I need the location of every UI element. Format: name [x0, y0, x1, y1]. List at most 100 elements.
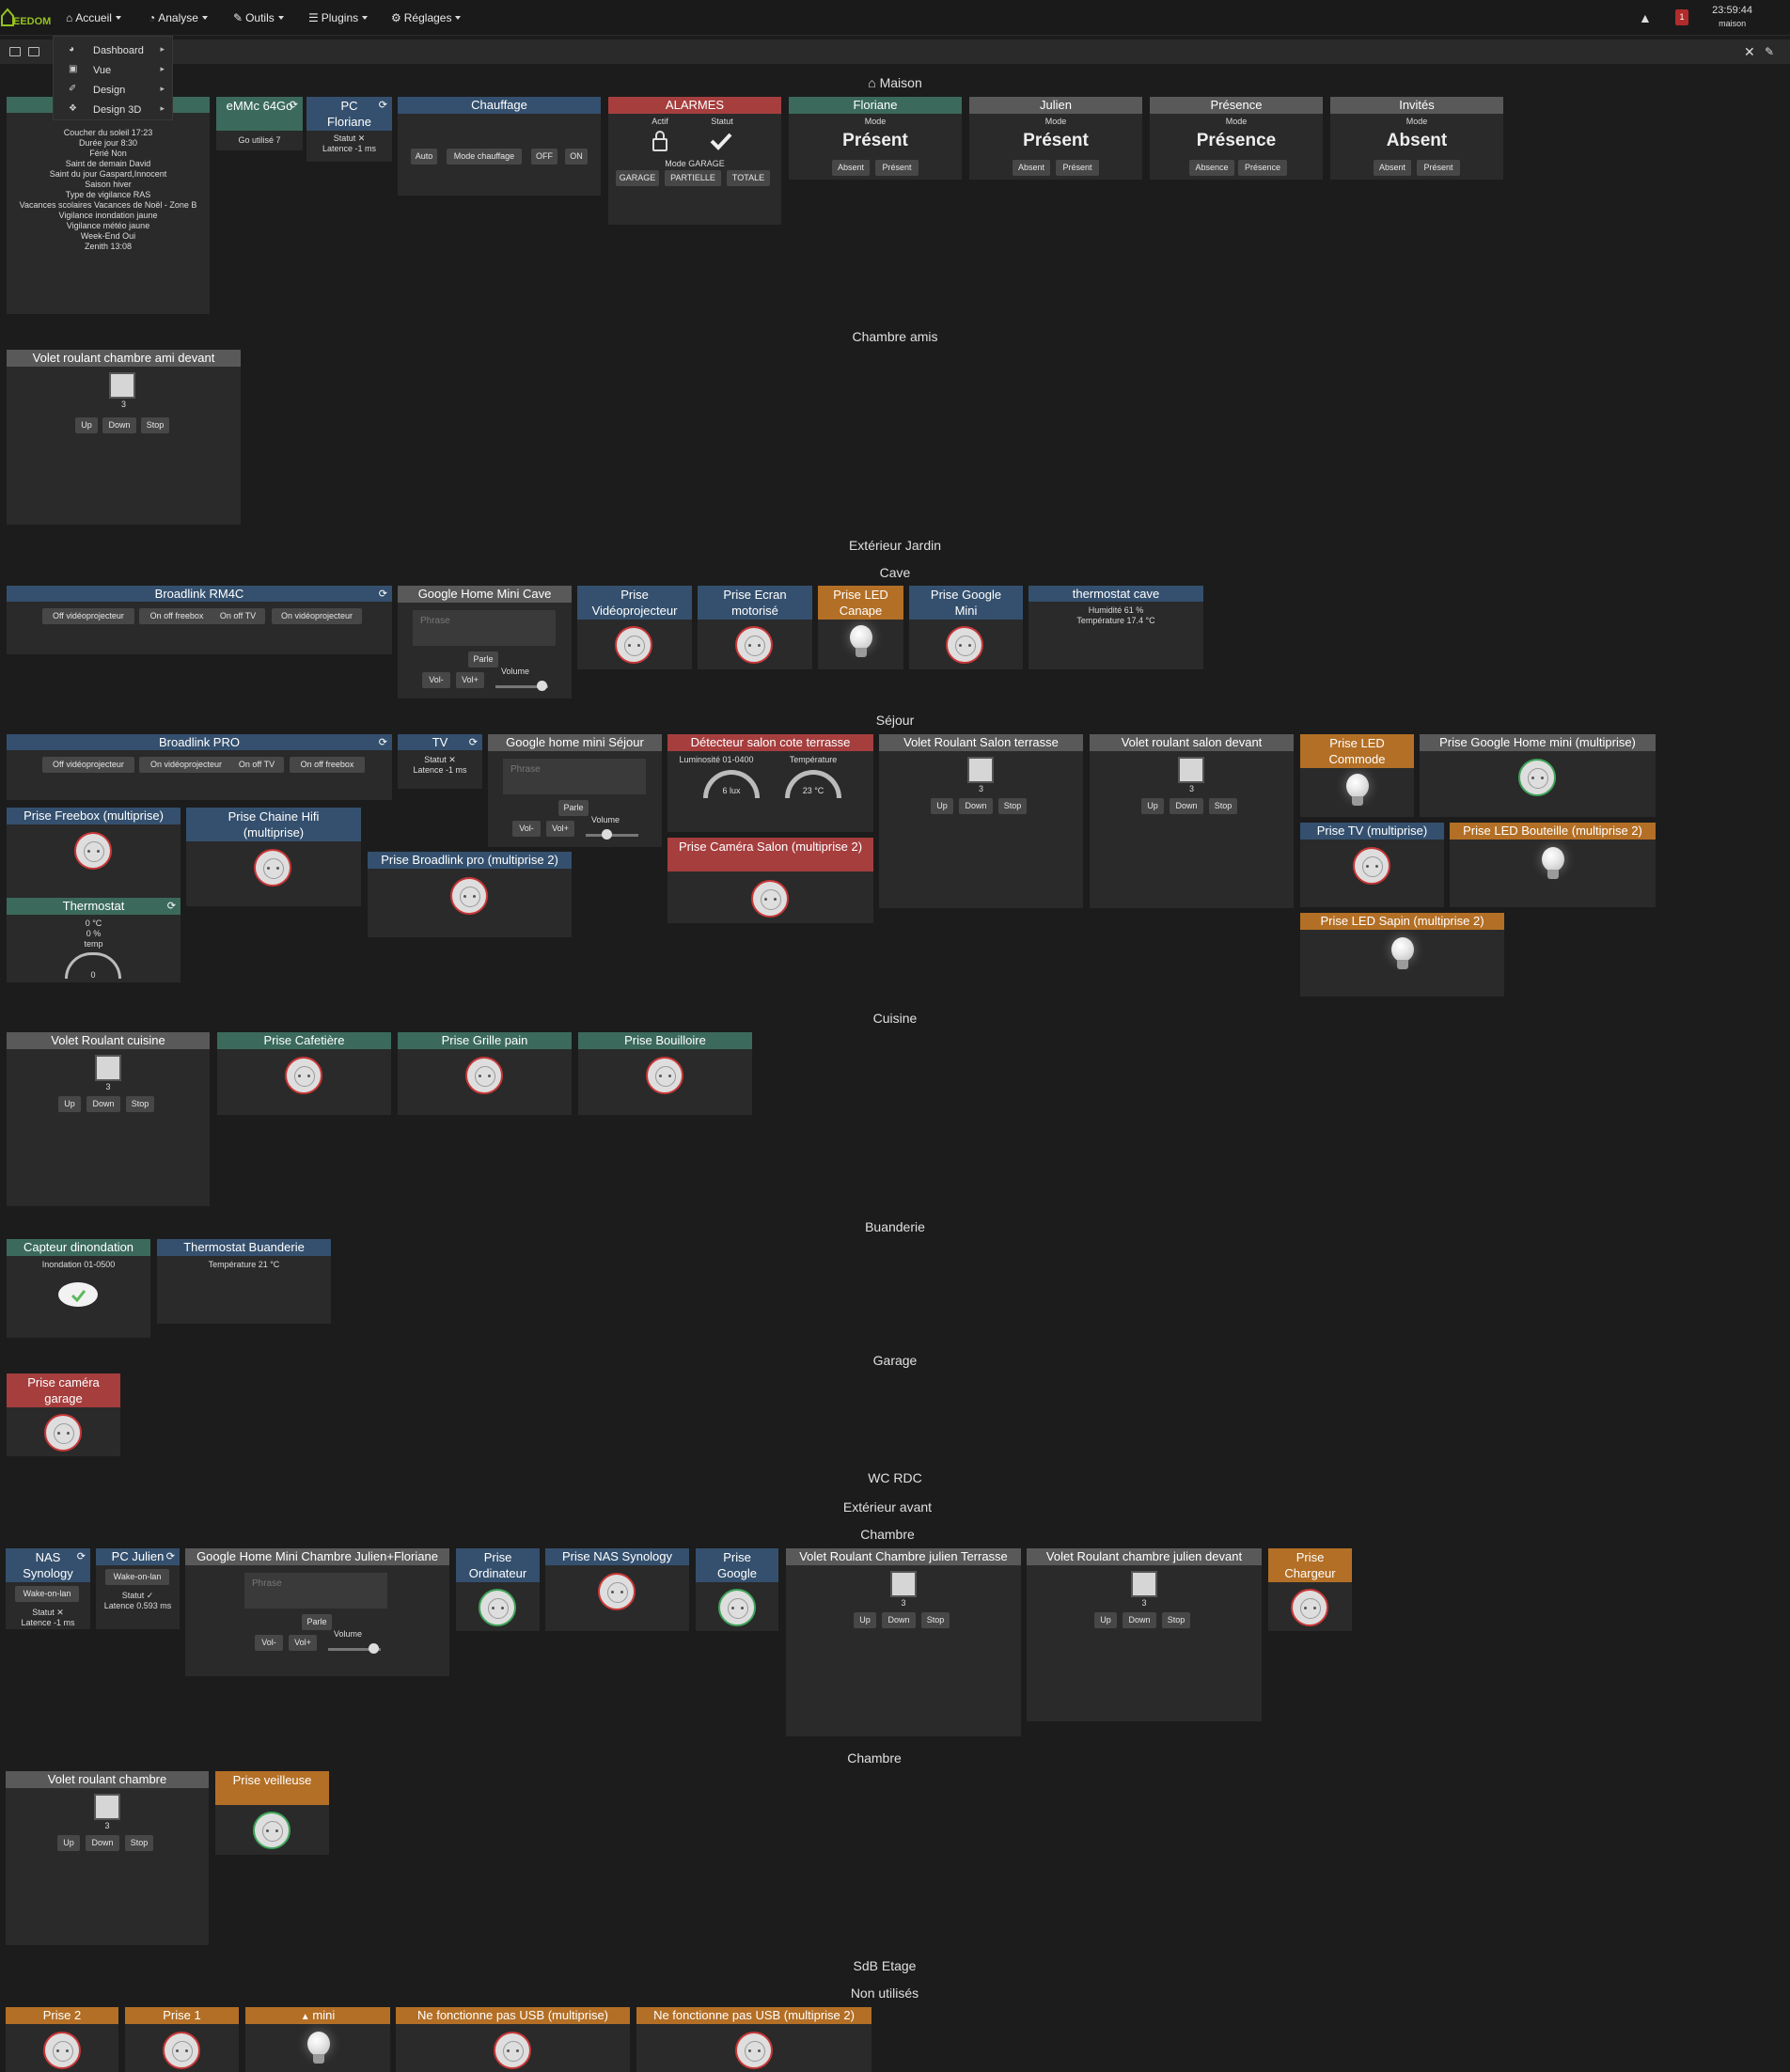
power-plug-icon[interactable]: [285, 1057, 322, 1094]
down-button[interactable]: Down: [102, 417, 136, 433]
light-bulb-icon[interactable]: [304, 2032, 332, 2069]
absence-button[interactable]: Absence: [1189, 160, 1234, 176]
stop-button[interactable]: Stop: [998, 798, 1027, 814]
dd-vue[interactable]: ▣Vue▸: [54, 61, 174, 80]
nav-tools[interactable]: ✎Outils: [233, 11, 284, 24]
stop-button[interactable]: Stop: [1162, 1612, 1190, 1628]
wake-on-lan-button[interactable]: Wake-on-lan: [105, 1569, 169, 1585]
present-button[interactable]: Présent: [1056, 160, 1099, 176]
light-bulb-icon[interactable]: [1342, 774, 1371, 811]
down-button[interactable]: Down: [1170, 798, 1203, 814]
up-button[interactable]: Up: [1094, 1612, 1117, 1628]
mode-chauffage-button[interactable]: Mode chauffage: [447, 149, 522, 165]
phrase-input[interactable]: Phrase: [413, 610, 556, 646]
up-button[interactable]: Up: [57, 1835, 80, 1851]
message-badge[interactable]: 1: [1675, 9, 1688, 25]
down-button[interactable]: Down: [882, 1612, 916, 1628]
power-plug-icon[interactable]: [254, 849, 291, 887]
power-plug-icon[interactable]: [718, 1589, 756, 1626]
power-plug-icon[interactable]: [1353, 847, 1390, 885]
refresh-icon[interactable]: ⟳: [378, 737, 387, 748]
on-off-freebox-button[interactable]: On off freebox: [139, 608, 214, 624]
on-videoprojecteur-button[interactable]: On vidéoprojecteur: [139, 757, 233, 773]
volume-knob[interactable]: [537, 681, 547, 691]
absent-button[interactable]: Absent: [832, 160, 870, 176]
power-plug-icon[interactable]: [44, 1414, 82, 1452]
on-off-tv-button[interactable]: On off TV: [229, 757, 284, 773]
stop-button[interactable]: Stop: [921, 1612, 950, 1628]
light-bulb-icon[interactable]: [846, 625, 874, 663]
jeedom-logo[interactable]: EEDOM: [0, 7, 56, 29]
power-plug-icon[interactable]: [74, 832, 112, 870]
present-button[interactable]: Présent: [875, 160, 919, 176]
power-plug-icon[interactable]: [598, 1573, 636, 1610]
vol-minus-button[interactable]: Vol-: [512, 821, 541, 837]
absent-button[interactable]: Absent: [1013, 160, 1050, 176]
off-button[interactable]: OFF: [531, 149, 557, 165]
power-plug-icon[interactable]: [735, 2032, 773, 2069]
power-plug-icon[interactable]: [494, 2032, 531, 2069]
volume-slider[interactable]: [495, 685, 548, 688]
nav-plugins[interactable]: ☰Plugins: [308, 11, 369, 24]
power-plug-icon[interactable]: [253, 1812, 290, 1849]
vol-minus-button[interactable]: Vol-: [422, 672, 450, 688]
on-off-freebox-button[interactable]: On off freebox: [290, 757, 365, 773]
power-plug-icon[interactable]: [479, 1589, 516, 1626]
refresh-icon[interactable]: ⟳: [289, 100, 298, 111]
volume-knob[interactable]: [602, 829, 612, 840]
refresh-icon[interactable]: ⟳: [378, 589, 387, 600]
phrase-input[interactable]: Phrase: [503, 759, 646, 794]
on-button[interactable]: ON: [565, 149, 588, 165]
stop-button[interactable]: Stop: [126, 1096, 154, 1112]
down-button[interactable]: Down: [86, 1096, 120, 1112]
phrase-input[interactable]: Phrase: [244, 1573, 387, 1609]
power-plug-icon[interactable]: [163, 2032, 200, 2069]
off-videoprojecteur-button[interactable]: Off vidéoprojecteur: [42, 757, 134, 773]
down-button[interactable]: Down: [1123, 1612, 1156, 1628]
volume-slider[interactable]: [328, 1648, 381, 1651]
on-videoprojecteur-button[interactable]: On vidéoprojecteur: [272, 608, 362, 624]
totale-button[interactable]: TOTALE: [727, 170, 770, 186]
wake-on-lan-button[interactable]: Wake-on-lan: [15, 1586, 79, 1602]
refresh-icon[interactable]: ⟳: [76, 1551, 86, 1562]
up-button[interactable]: Up: [1141, 798, 1164, 814]
parle-button[interactable]: Parle: [558, 800, 589, 816]
stop-button[interactable]: Stop: [125, 1835, 153, 1851]
present-button[interactable]: Présent: [1417, 160, 1460, 176]
power-plug-icon[interactable]: [615, 626, 652, 664]
power-plug-icon[interactable]: [751, 880, 789, 918]
power-plug-icon[interactable]: [735, 626, 773, 664]
toggle-view-icon[interactable]: [9, 47, 21, 56]
nav-settings[interactable]: ⚙Réglages: [391, 11, 462, 24]
warning-icon[interactable]: ▲: [1639, 10, 1652, 25]
absent-button[interactable]: Absent: [1374, 160, 1411, 176]
garage-button[interactable]: GARAGE: [616, 170, 659, 186]
refresh-icon[interactable]: ⟳: [166, 901, 176, 912]
power-plug-icon[interactable]: [646, 1057, 683, 1094]
toggle-list-icon[interactable]: [28, 47, 39, 56]
volume-knob[interactable]: [369, 1643, 379, 1654]
up-button[interactable]: Up: [854, 1612, 876, 1628]
auto-button[interactable]: Auto: [411, 149, 437, 165]
vol-plus-button[interactable]: Vol+: [456, 672, 484, 688]
light-bulb-icon[interactable]: [1538, 847, 1566, 885]
power-plug-icon[interactable]: [465, 1057, 503, 1094]
volume-slider[interactable]: [586, 834, 638, 837]
nav-analysis[interactable]: ◔Analyse: [149, 11, 208, 24]
dd-design[interactable]: ✐Design▸: [54, 81, 174, 100]
refresh-icon[interactable]: ⟳: [165, 1551, 175, 1562]
dd-design3d[interactable]: ❖Design 3D▸: [54, 101, 174, 119]
off-videoprojecteur-button[interactable]: Off vidéoprojecteur: [42, 608, 134, 624]
light-bulb-icon[interactable]: [1388, 937, 1416, 975]
refresh-icon[interactable]: ⟳: [378, 100, 387, 111]
power-plug-icon[interactable]: [946, 626, 983, 664]
parle-button[interactable]: Parle: [468, 651, 498, 667]
close-icon[interactable]: ✕: [1744, 44, 1755, 59]
partielle-button[interactable]: PARTIELLE: [665, 170, 721, 186]
up-button[interactable]: Up: [58, 1096, 81, 1112]
presence-button[interactable]: Présence: [1238, 160, 1287, 176]
stop-button[interactable]: Stop: [141, 417, 169, 433]
up-button[interactable]: Up: [75, 417, 98, 433]
power-plug-icon[interactable]: [450, 877, 488, 915]
parle-button[interactable]: Parle: [302, 1614, 332, 1630]
